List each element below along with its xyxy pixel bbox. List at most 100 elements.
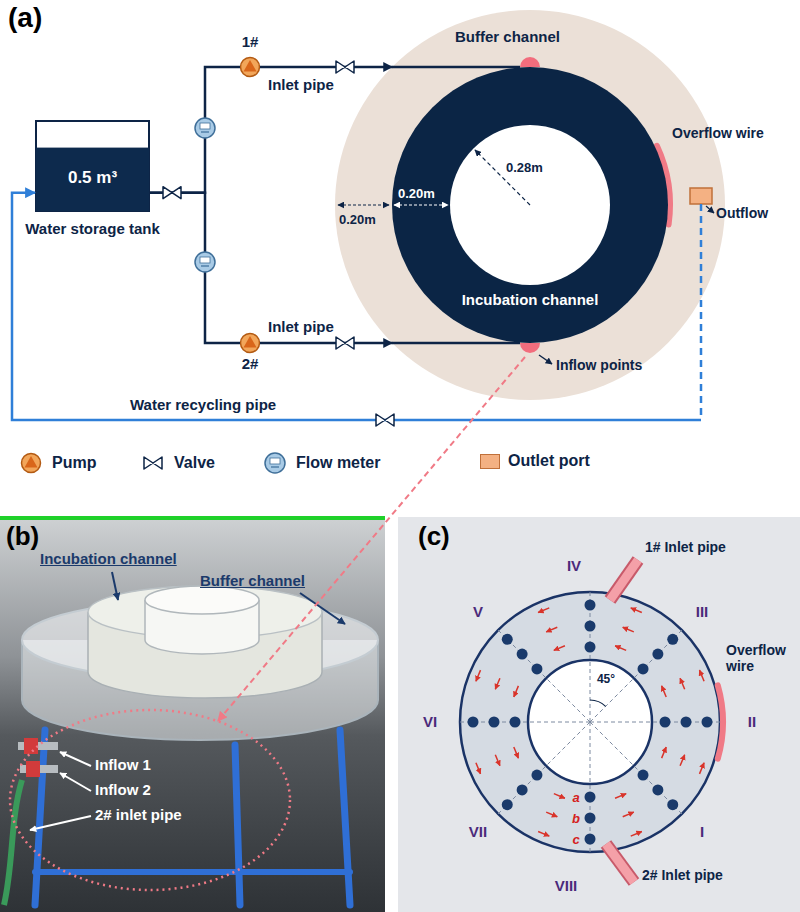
flow-arrow — [554, 794, 565, 799]
legend-swatch — [480, 454, 500, 469]
text-slot: Buffer channel — [200, 572, 305, 590]
panel-letter: (c) — [418, 522, 450, 552]
flow-meter-symbol — [200, 257, 210, 263]
flow-arrow — [631, 608, 642, 613]
inlet-fittings — [24, 738, 38, 754]
part-label: Buffer channel — [200, 572, 305, 589]
section-line — [590, 722, 591, 852]
overflow-wire — [718, 685, 723, 758]
inlet-pipe — [606, 844, 634, 882]
flow-meter-symbol — [195, 252, 215, 272]
inlet-pipe — [610, 560, 638, 600]
part-label: 1# Inlet pipe — [645, 539, 726, 555]
incubation-ring — [392, 67, 668, 343]
sampling-point — [638, 663, 649, 674]
flow-arrow — [623, 812, 634, 817]
section-line — [498, 722, 590, 814]
pipe-connector — [150, 67, 240, 193]
pipe-connector — [150, 193, 240, 343]
text-slot: 2# Inlet pipe — [642, 866, 723, 884]
flow-meter-symbol — [201, 265, 209, 266]
pipe-label: Inlet pipe — [268, 76, 334, 93]
sampling-point — [585, 621, 596, 632]
layout-panel — [460, 592, 720, 852]
section-number: IV — [567, 557, 581, 574]
pipe-connector — [12, 193, 701, 420]
legend-item: Outlet port — [480, 452, 590, 470]
sampling-point — [510, 717, 521, 728]
pump: 1# — [240, 57, 260, 77]
flow-arrow — [662, 686, 667, 697]
panel-letter: (a) — [8, 2, 42, 34]
pump-symbol — [25, 456, 38, 468]
inlet-fittings — [4, 780, 22, 905]
part-label: 2# inlet pipe — [95, 806, 182, 823]
text-slot: Water storage tank — [5, 220, 180, 238]
sampling-point — [585, 834, 596, 845]
text-slot: 0.28m — [506, 158, 543, 176]
flow-arrow — [476, 763, 481, 774]
outlet-port-shape — [690, 188, 712, 204]
sampling-point — [660, 717, 671, 728]
sampling-point — [502, 634, 513, 645]
dimension-label: 0.20m — [398, 187, 435, 202]
outflow-arrow — [706, 206, 714, 213]
sampling-grid — [460, 592, 720, 852]
section-line — [460, 722, 590, 723]
part-label: Inflow 1 — [95, 756, 151, 773]
sampling-point — [502, 799, 513, 810]
node-label: Water storage tank — [25, 220, 159, 237]
water-storage-tank: 0.5 m³Water storage tank — [35, 120, 150, 212]
pump-shape — [240, 333, 260, 353]
flow-arrow — [662, 747, 667, 758]
sampling-point — [517, 784, 528, 795]
inlet-fittings — [26, 761, 40, 777]
dimension-label: 0.28m — [506, 161, 543, 176]
text-slot: c — [572, 830, 579, 848]
node-label: 1# — [242, 33, 259, 50]
part-label: 2# Inlet pipe — [642, 867, 723, 883]
flow-meter-symbol — [265, 453, 285, 473]
flow-arrow — [514, 747, 519, 758]
text-slot: Overflow wire — [726, 642, 794, 675]
legend-item: Pump — [18, 452, 96, 474]
flow-arrow — [514, 686, 519, 697]
text-slot: a — [572, 788, 579, 806]
text-slot: (b) — [6, 522, 39, 552]
point-label: a — [572, 791, 579, 806]
incubation-channel: Incubation channel — [392, 67, 668, 343]
text-slot: 1# — [230, 33, 270, 51]
stand — [340, 730, 350, 905]
flow-arrow — [680, 678, 685, 689]
text-slot: IV — [567, 557, 581, 575]
photo-panel — [0, 516, 385, 912]
flow-meter-symbol — [200, 123, 210, 129]
section-number: I — [700, 823, 704, 840]
photo-arrows — [300, 593, 345, 624]
text-slot: 2# — [230, 355, 270, 373]
incubation-tank-photo — [145, 586, 259, 614]
flow-arrow — [680, 755, 685, 766]
text-slot: Inflow 1 — [95, 756, 151, 774]
highlight-ellipse — [10, 710, 290, 890]
flow-meter-symbol — [270, 458, 280, 464]
legend-symbol — [262, 452, 288, 474]
outlet-port: Outflow — [690, 188, 712, 204]
node-label: Buffer channel — [455, 28, 560, 45]
flow-arrow — [699, 763, 704, 774]
pump-symbol — [22, 454, 41, 473]
flow-arrow — [495, 678, 500, 689]
text-slot: Water recycling pipe — [130, 396, 276, 414]
pipe-connector — [260, 342, 392, 345]
text-slot: Inlet pipe — [268, 318, 334, 336]
flow-meter-symbol — [271, 466, 279, 467]
text-slot: 0.5 m³ — [35, 168, 150, 188]
incubation-tank-photo — [88, 586, 322, 698]
legend-label: Outlet port — [508, 452, 590, 470]
photo-arrows — [60, 752, 91, 766]
text-slot: b — [572, 809, 580, 827]
legend-label: Flow meter — [296, 454, 380, 472]
text-slot: VI — [423, 713, 437, 731]
inner-wall — [450, 125, 610, 285]
section-line — [590, 722, 720, 723]
